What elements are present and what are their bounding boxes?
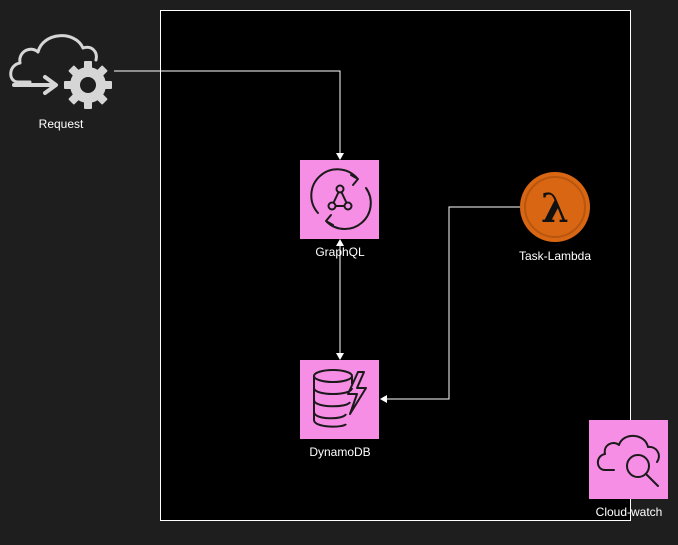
- arrowhead-dynamodb-right: [380, 395, 387, 403]
- connector-request-to-graphql: [114, 70, 341, 155]
- dynamodb-label: DynamoDB: [309, 445, 371, 459]
- system-boundary: [160, 10, 631, 521]
- dynamodb-icon: [300, 360, 379, 439]
- cloudwatch-icon: [589, 420, 668, 499]
- arrowhead-graphql-bottom: [336, 239, 344, 246]
- arrowhead-graphql-top: [336, 153, 344, 160]
- cloud-gear-icon: [9, 34, 112, 109]
- appsync-icon: [300, 160, 379, 239]
- cloudwatch-label: Cloud-watch: [595, 505, 663, 519]
- arrowheads: [336, 153, 387, 403]
- lambda-icon: λ: [520, 172, 590, 242]
- lambda-label: Task-Lambda: [518, 249, 592, 263]
- connectors: [114, 70, 520, 400]
- arrowhead-dynamodb-top: [336, 353, 344, 360]
- svg-text:λ: λ: [541, 185, 569, 232]
- graphql-label: GraphQL: [315, 245, 365, 259]
- connector-lambda-to-dynamodb: [385, 206, 520, 400]
- request-label: Request: [38, 117, 84, 131]
